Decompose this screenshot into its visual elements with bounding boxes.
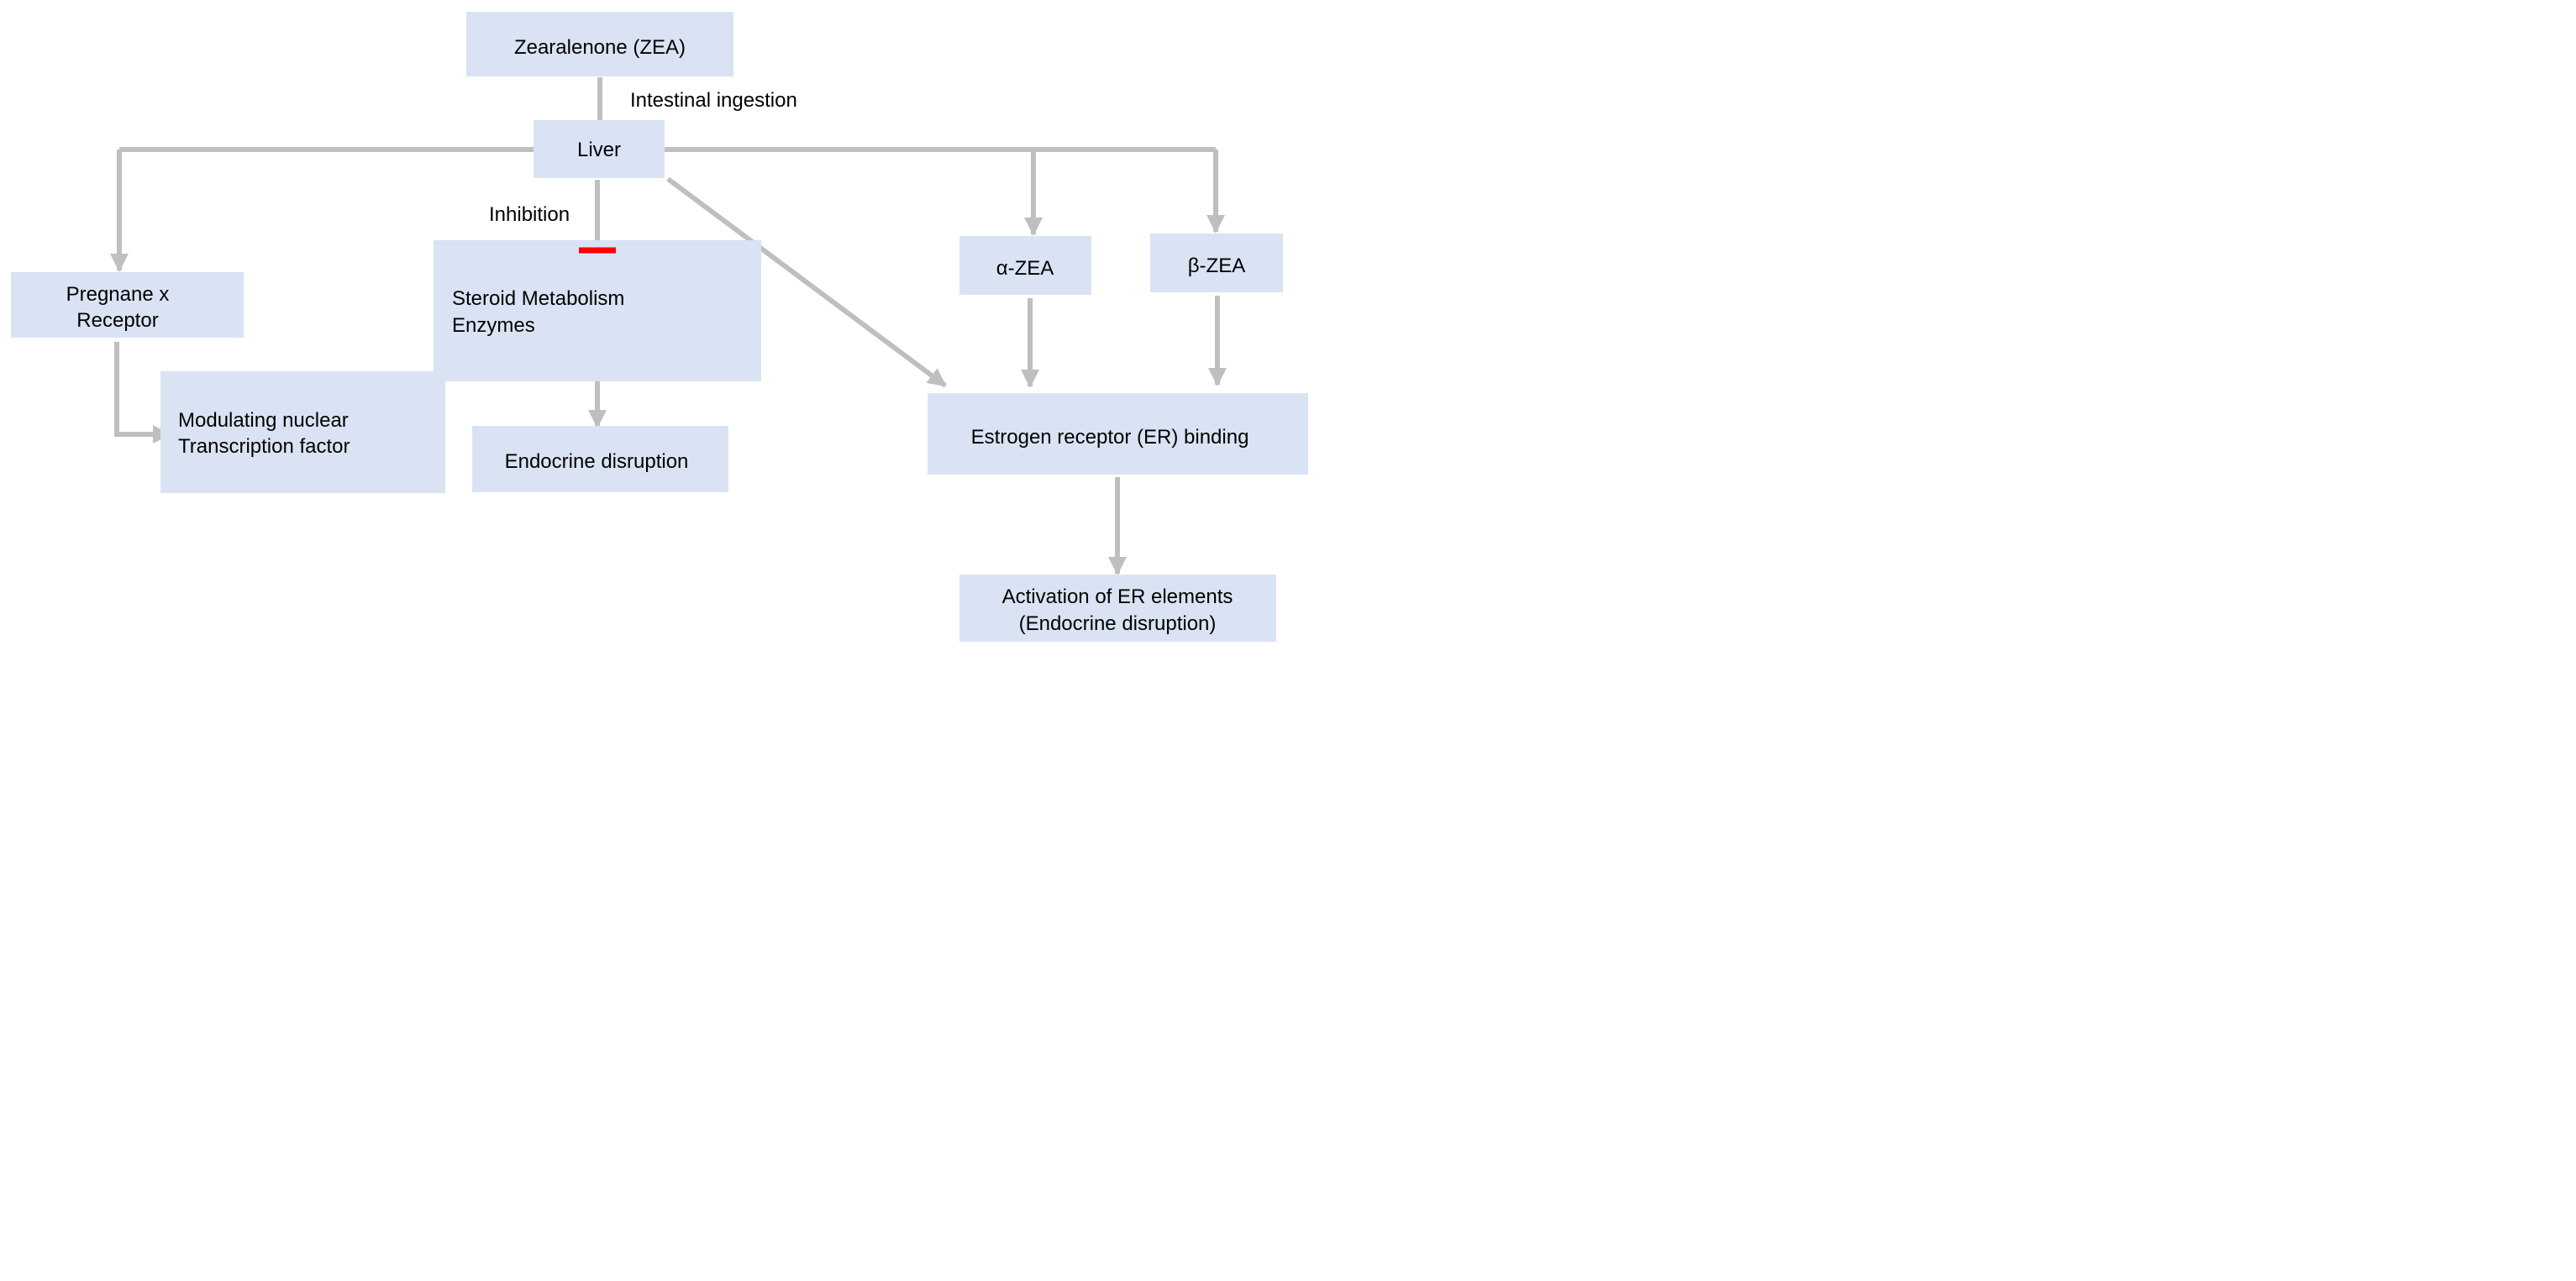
node-modulating-label-line2: Transcription factor <box>178 435 350 458</box>
node-alpha-zea-box <box>959 236 1091 295</box>
node-liver-box <box>534 120 665 178</box>
node-activation-label-line2: (Endocrine disruption) <box>1019 612 1217 635</box>
node-steroid-label-line1: Steroid Metabolism <box>452 287 624 310</box>
node-zea-label: Zearalenone (ZEA) <box>514 36 686 59</box>
node-liver-label: Liver <box>577 139 621 161</box>
node-pregnane-label-line2: Receptor <box>76 309 158 332</box>
node-er-binding-box <box>928 393 1308 475</box>
node-beta-zea-box <box>1150 234 1283 292</box>
arrow-liver-to-er-binding <box>666 176 947 388</box>
node-steroid-label-line2: Enzymes <box>452 314 535 337</box>
arrow-pregnane-to-modulating <box>114 342 171 444</box>
connectors <box>110 77 1227 575</box>
edge-label-intestinal-ingestion: Intestinal ingestion <box>630 89 797 112</box>
node-endocrine-label: Endocrine disruption <box>505 450 689 473</box>
node-activation-box <box>959 575 1276 642</box>
node-modulating-box <box>160 371 445 493</box>
node-modulating-label-line1: Modulating nuclear <box>178 409 349 432</box>
node-steroid-box <box>434 240 761 381</box>
node-beta-zea-label: β-ZEA <box>1188 255 1245 277</box>
node-er-binding-label: Estrogen receptor (ER) binding <box>971 426 1249 449</box>
node-zea-box <box>466 12 733 76</box>
node-alpha-zea-label: α-ZEA <box>996 257 1054 280</box>
node-pregnane-box <box>11 272 244 338</box>
zea-pathway-diagram: Zearalenone (ZEA) Liver Pregnane x Recep… <box>11 12 1308 642</box>
node-pregnane-label-line1: Pregnane x <box>66 283 170 306</box>
boxes <box>11 12 1308 642</box>
edge-label-inhibition: Inhibition <box>489 203 570 226</box>
node-endocrine-box <box>472 426 728 492</box>
node-activation-label-line1: Activation of ER elements <box>1002 585 1233 608</box>
